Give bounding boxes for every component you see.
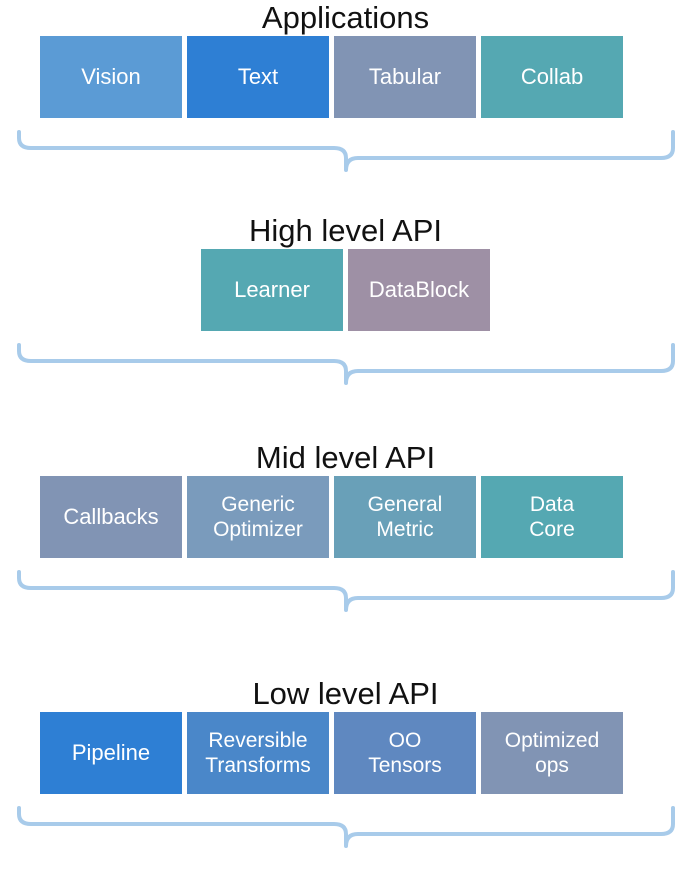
box-row-low-level-api: Pipeline Reversible Transforms OO Tensor… bbox=[0, 712, 691, 794]
box-generic-optimizer[interactable]: Generic Optimizer bbox=[187, 476, 329, 558]
box-general-metric[interactable]: General Metric bbox=[334, 476, 476, 558]
box-optimized-ops[interactable]: Optimized ops bbox=[481, 712, 623, 794]
box-callbacks[interactable]: Callbacks bbox=[40, 476, 182, 558]
box-oo-tensors-label: OO Tensors bbox=[368, 729, 442, 777]
box-learner[interactable]: Learner bbox=[201, 249, 343, 331]
box-row-mid-level-api: Callbacks Generic Optimizer General Metr… bbox=[0, 476, 691, 558]
box-reversible-transforms-label: Reversible Transforms bbox=[205, 729, 311, 777]
tier-title-applications: Applications bbox=[261, 0, 430, 35]
box-text-label: Text bbox=[237, 64, 279, 89]
box-vision-label: Vision bbox=[81, 64, 141, 89]
box-row-applications: Vision Text Tabular Collab bbox=[0, 36, 691, 118]
tier-low-level-api: Low level API Pipeline Reversible Transf… bbox=[0, 676, 691, 852]
box-collab-label: Collab bbox=[520, 64, 584, 89]
box-data-core[interactable]: Data Core bbox=[481, 476, 623, 558]
brace-low-level-api-icon bbox=[17, 806, 675, 848]
brace-high-level-api-icon bbox=[17, 343, 675, 385]
box-datablock[interactable]: DataBlock bbox=[348, 249, 490, 331]
box-pipeline[interactable]: Pipeline bbox=[40, 712, 182, 794]
tier-applications: Applications Vision Text Tabular Collab bbox=[0, 0, 691, 176]
tier-mid-level-api: Mid level API Callbacks Generic Optimize… bbox=[0, 440, 691, 616]
brace-mid-level-api bbox=[0, 568, 691, 616]
box-pipeline-label: Pipeline bbox=[71, 740, 151, 765]
tier-title-high-level-api: High level API bbox=[249, 213, 442, 248]
box-data-core-label: Data Core bbox=[529, 493, 575, 541]
box-optimized-ops-label: Optimized ops bbox=[504, 729, 600, 777]
brace-low-level-api bbox=[0, 804, 691, 852]
brace-applications-icon bbox=[17, 130, 675, 172]
tier-title-mid-level-api: Mid level API bbox=[255, 440, 436, 475]
box-oo-tensors[interactable]: OO Tensors bbox=[334, 712, 476, 794]
box-callbacks-label: Callbacks bbox=[63, 504, 159, 529]
brace-applications bbox=[0, 128, 691, 176]
box-vision[interactable]: Vision bbox=[40, 36, 182, 118]
box-tabular[interactable]: Tabular bbox=[334, 36, 476, 118]
box-tabular-label: Tabular bbox=[368, 64, 442, 89]
box-general-metric-label: General Metric bbox=[367, 493, 443, 541]
box-generic-optimizer-label: Generic Optimizer bbox=[213, 493, 303, 541]
box-learner-label: Learner bbox=[234, 277, 310, 302]
box-reversible-transforms[interactable]: Reversible Transforms bbox=[187, 712, 329, 794]
box-collab[interactable]: Collab bbox=[481, 36, 623, 118]
box-text[interactable]: Text bbox=[187, 36, 329, 118]
box-row-high-level-api: Learner DataBlock bbox=[0, 249, 691, 331]
tier-title-low-level-api: Low level API bbox=[252, 676, 439, 711]
box-datablock-label: DataBlock bbox=[368, 277, 470, 302]
brace-mid-level-api-icon bbox=[17, 570, 675, 612]
brace-high-level-api bbox=[0, 341, 691, 389]
tier-high-level-api: High level API Learner DataBlock bbox=[0, 213, 691, 389]
